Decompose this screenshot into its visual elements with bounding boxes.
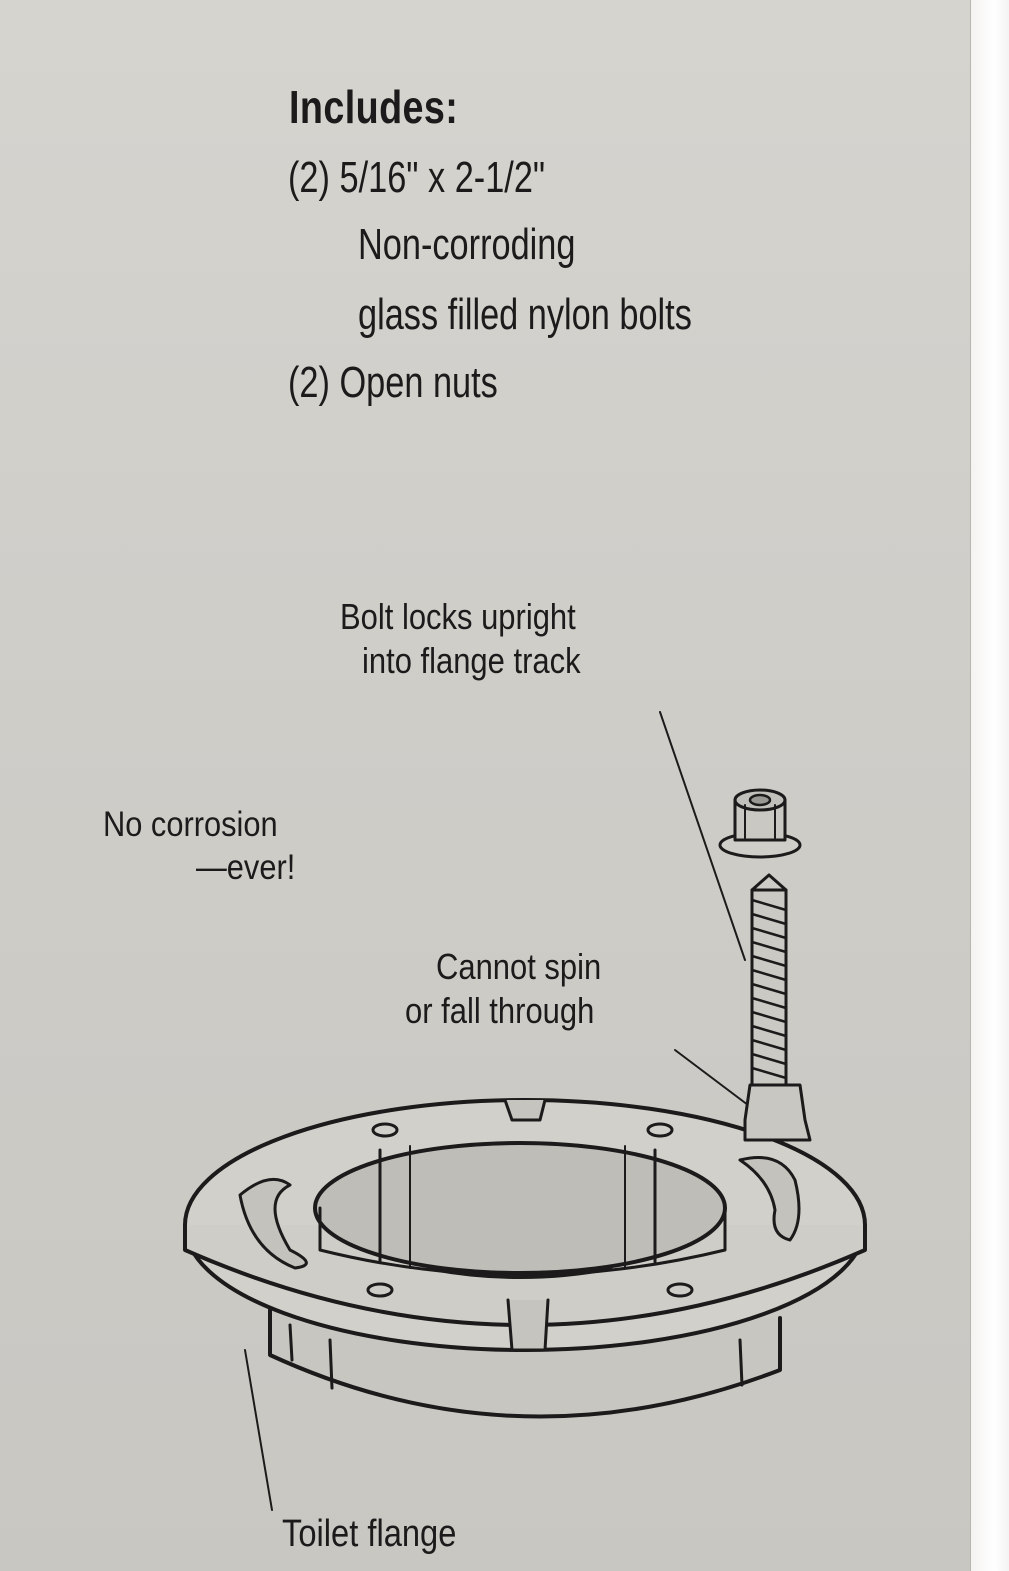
left-bolt-track bbox=[238, 1177, 308, 1270]
callout-no-corrosion-line1: No corrosion bbox=[103, 805, 278, 844]
callout-cannot-spin-line2: or fall through bbox=[405, 990, 595, 1031]
callout-no-corrosion-line2: —ever! bbox=[196, 848, 296, 887]
flange-opening bbox=[313, 1141, 727, 1275]
bolt-hole bbox=[666, 1282, 694, 1298]
includes-heading: Includes: bbox=[289, 81, 459, 133]
bolt-base bbox=[743, 1083, 812, 1142]
leader-bolt-locks bbox=[659, 711, 746, 961]
callout-bolt-locks-line2: into flange track bbox=[362, 640, 581, 681]
bolt-hole bbox=[366, 1282, 394, 1298]
includes-bolt-size: (2) 5/16" x 2-1/2" bbox=[288, 153, 546, 202]
leader-toilet-flange bbox=[244, 1349, 273, 1511]
callout-toilet-flange: Toilet flange bbox=[282, 1513, 457, 1555]
bolt-hole bbox=[371, 1122, 399, 1138]
callout-bolt-locks-line1: Bolt locks upright bbox=[340, 596, 576, 637]
callout-cannot-spin-line1: Cannot spin bbox=[436, 946, 602, 987]
includes-nuts: (2) Open nuts bbox=[288, 358, 498, 407]
box-edge bbox=[970, 0, 1009, 1571]
leader-cannot-spin bbox=[674, 1049, 749, 1106]
right-bolt-track bbox=[738, 1156, 801, 1242]
bolt-hole bbox=[646, 1122, 674, 1138]
includes-bolt-material-2: glass filled nylon bolts bbox=[358, 290, 692, 339]
includes-bolt-material-1: Non-corroding bbox=[358, 220, 576, 269]
